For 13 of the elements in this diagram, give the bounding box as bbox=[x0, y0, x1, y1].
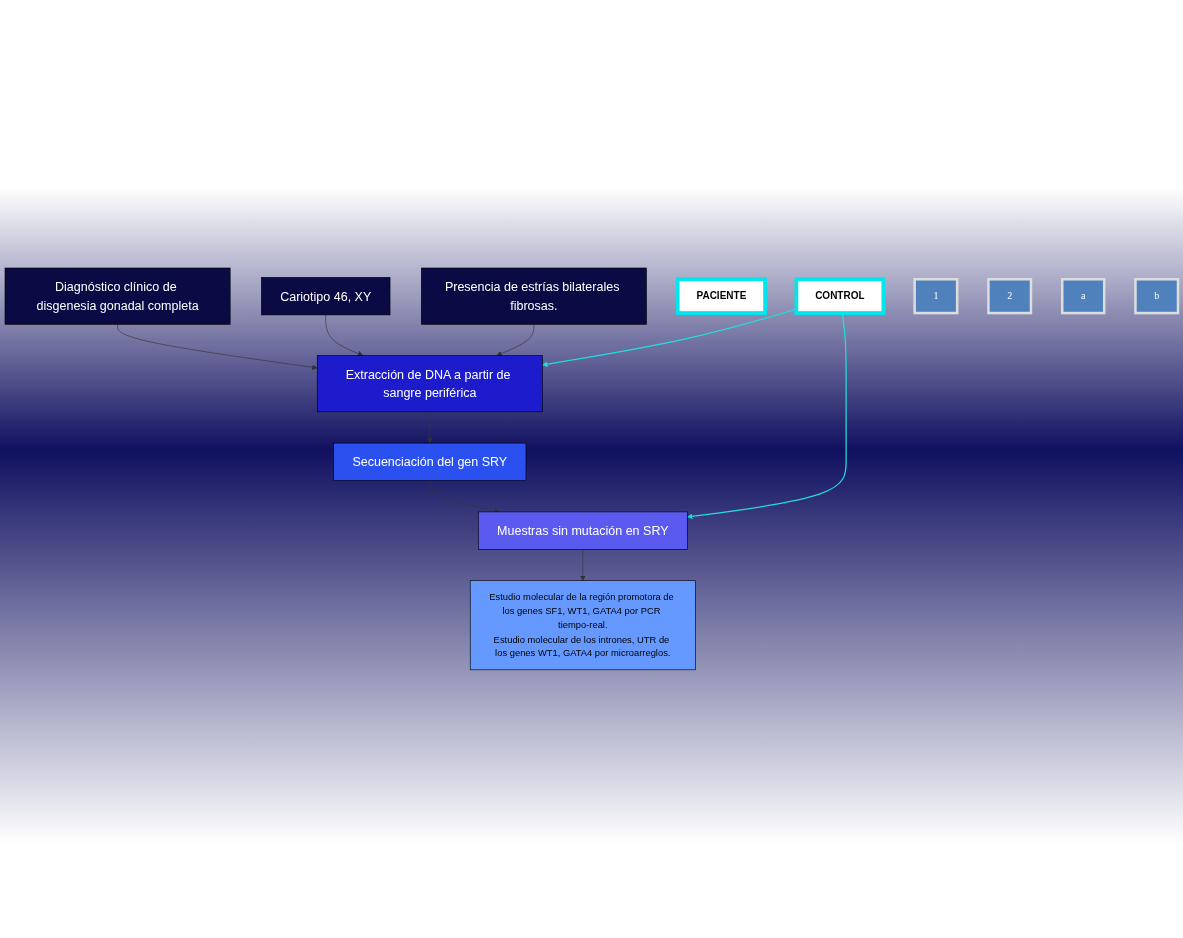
node-box: CONTROL bbox=[794, 277, 886, 315]
node-box: Extracción de DNA a partir de sangre periférica bbox=[316, 355, 543, 413]
node-box: 2 bbox=[987, 278, 1033, 315]
node-box: Secuenciación del gen SRY bbox=[333, 442, 527, 482]
node-box: Muestras sin mutación en SRY bbox=[477, 511, 688, 550]
node-box: b bbox=[1134, 278, 1180, 315]
node-box: 1 bbox=[913, 278, 959, 315]
node-box: a bbox=[1061, 278, 1106, 315]
node-box: Presencia de estrías bilaterales fibrosas. bbox=[421, 267, 647, 325]
node-box: Diagnóstico clínico de disgenesia gonadal completa bbox=[4, 267, 231, 325]
node-box: Estudio molecular de la región promotora de los genes SF1, WT1, GATA4 por PCR tiempo-real. Estudio molecular de los intrones, UTR de los genes WT1, GATA4 por microarreglos. bbox=[469, 580, 696, 671]
node-box: Cariotipo 46, XY bbox=[261, 277, 391, 316]
node-box: PACIENTE bbox=[675, 277, 767, 315]
